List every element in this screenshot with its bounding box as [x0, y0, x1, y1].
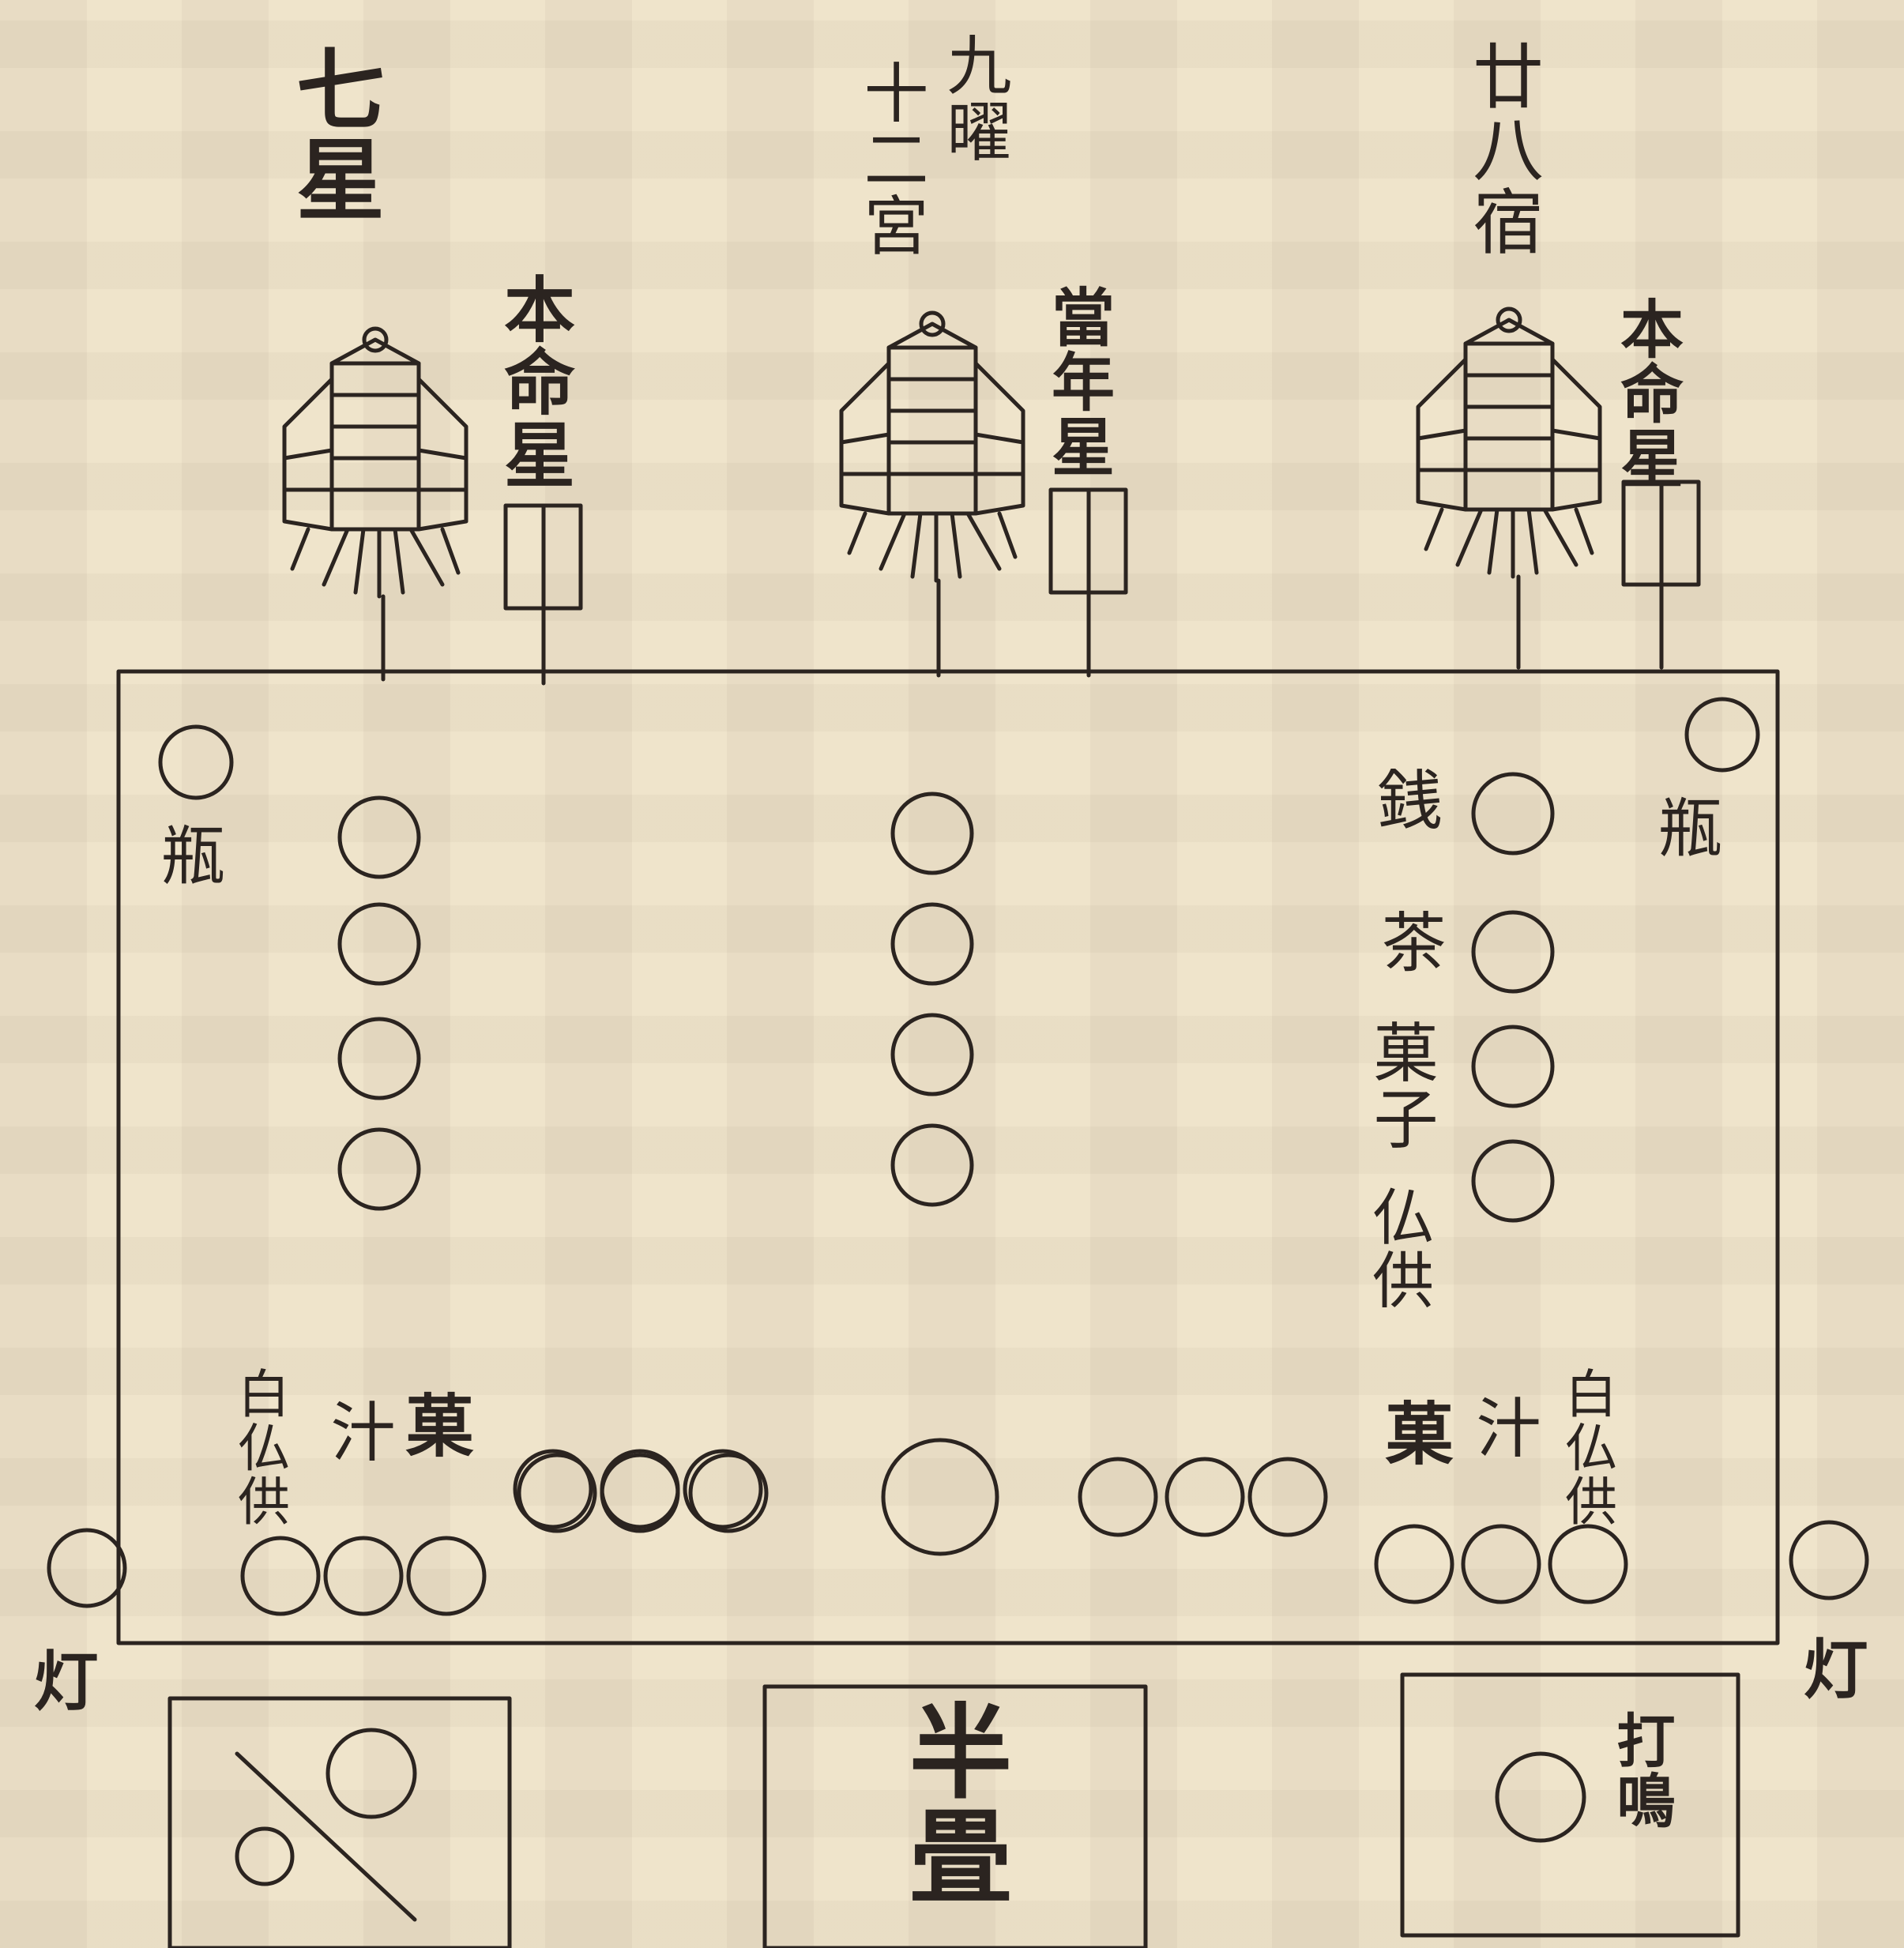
center-dish — [881, 1438, 999, 1556]
banner-middle — [839, 310, 1025, 678]
dish-left-mid-3 — [688, 1453, 769, 1533]
offering-middle-4 — [890, 1123, 974, 1207]
dish-right-mid-1 — [1078, 1457, 1158, 1537]
gong-box — [1400, 1672, 1740, 1938]
offering-middle-3 — [890, 1013, 974, 1096]
dish-right-low-2 — [1461, 1524, 1541, 1604]
soup-left-label: 汁 — [319, 1398, 394, 1465]
vase-right-label: 瓶 — [1646, 794, 1722, 860]
vase-left-circle — [158, 724, 234, 800]
coin-label: 銭 — [1366, 766, 1441, 833]
offering-sweets — [1471, 1025, 1555, 1108]
soup-right-label: 汁 — [1465, 1394, 1540, 1461]
altar-table — [116, 669, 1780, 1645]
offering-middle-2 — [890, 902, 974, 986]
dish-left-mid-1 — [517, 1453, 597, 1533]
sweets-label: 菓子 — [1362, 1019, 1437, 1152]
tablet-right — [1621, 479, 1701, 670]
ritual-implements-box — [167, 1696, 512, 1948]
offering-left-3 — [337, 1017, 421, 1100]
lamp-right-label: 灯 — [1792, 1635, 1868, 1702]
label-twenty-eight-mansions: 廿八宿 — [1460, 39, 1543, 258]
tablet-middle — [1048, 487, 1128, 678]
half-mat-label: 半畳 — [892, 1698, 1013, 1907]
label-seven-stars: 七星 — [281, 43, 385, 224]
offering-left-1 — [337, 795, 421, 879]
dish-left-rice — [513, 1449, 593, 1529]
dish-left-low-2 — [323, 1536, 404, 1616]
banner-right — [1416, 306, 1602, 670]
dish-left-mid-2 — [600, 1453, 680, 1533]
lamp-left-circle — [47, 1528, 127, 1608]
dish-left-low-1 — [240, 1536, 321, 1616]
half-mat-box — [762, 1684, 1148, 1948]
dish-right-low-3 — [1548, 1524, 1628, 1604]
label-nine-luminaries: 九曜 — [935, 32, 1010, 164]
tablet-middle-label: 當年星 — [1041, 284, 1116, 479]
lamp-right-circle — [1789, 1520, 1869, 1600]
offering-coin — [1471, 772, 1555, 856]
dish-right-mid-2 — [1165, 1457, 1245, 1537]
offering-right-label: 仏供 — [1362, 1185, 1433, 1311]
rice-offering-left-label: 白仏供 — [229, 1367, 290, 1528]
tablet-right-label: 本命星 — [1610, 296, 1684, 491]
tablet-left — [503, 503, 583, 686]
lamp-left-label: 灯 — [22, 1647, 98, 1713]
label-twelve-palaces: 十二宮 — [852, 59, 928, 258]
vase-right-circle — [1684, 697, 1760, 773]
offering-middle-1 — [890, 792, 974, 875]
offering-left-4 — [337, 1127, 421, 1211]
dish-right-mid-3 — [1247, 1457, 1328, 1537]
fruit-right-label: 菓 — [1373, 1398, 1453, 1468]
tea-label: 茶 — [1370, 908, 1445, 975]
vase-left-label: 瓶 — [149, 822, 224, 888]
dish-right-low-1 — [1374, 1524, 1454, 1604]
offering-buddha — [1471, 1139, 1555, 1223]
rice-offering-right-label: 白仏供 — [1556, 1367, 1617, 1528]
offering-left-2 — [337, 902, 421, 986]
gong-label: 打鳴 — [1607, 1710, 1675, 1830]
banner-left — [282, 326, 468, 682]
offering-tea — [1471, 910, 1555, 994]
dish-left-low-3 — [406, 1536, 487, 1616]
fruit-left-label: 菓 — [393, 1390, 473, 1460]
dish-left-soup — [600, 1449, 680, 1529]
dish-left-fruit — [683, 1449, 763, 1529]
tablet-left-label: 本命星 — [491, 273, 575, 491]
